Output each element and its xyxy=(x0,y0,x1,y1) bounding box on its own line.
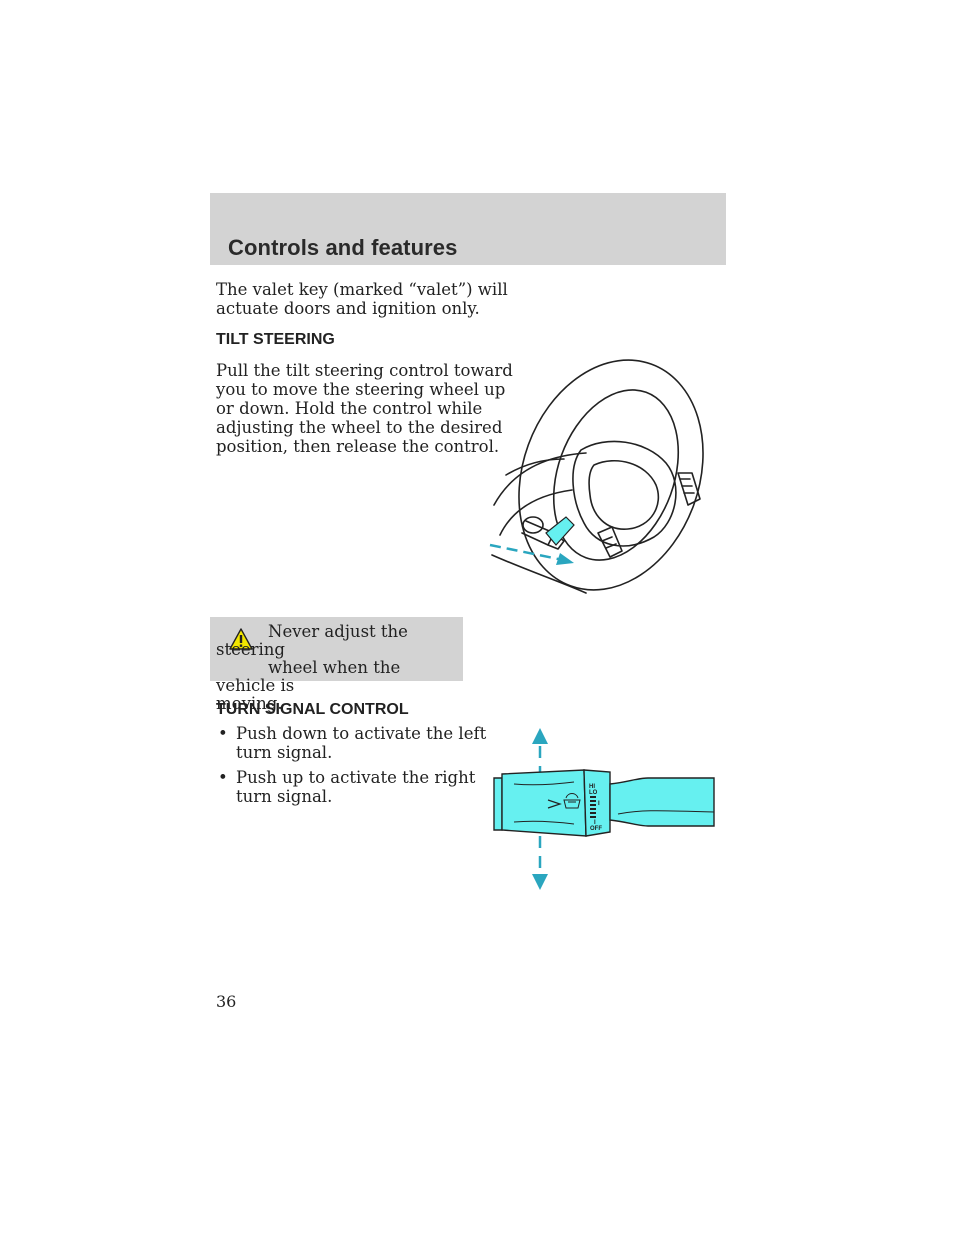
bullet-glyph: • xyxy=(218,724,228,743)
tilt-line-5: position, then release the control. xyxy=(216,437,500,456)
bullet-push-up-line-2: turn signal. xyxy=(236,787,333,806)
intro-line-2: actuate doors and ignition only. xyxy=(216,299,480,318)
warning-line-2: wheel when the vehicle is xyxy=(216,658,401,695)
warning-triangle-icon xyxy=(229,628,253,650)
section-title: Controls and features xyxy=(228,235,458,260)
tilt-line-3: or down. Hold the control while xyxy=(216,399,483,418)
stalk-label-i: I xyxy=(598,801,600,807)
bullet-push-down-line-2: turn signal. xyxy=(236,743,333,762)
turn-signal-stalk-illustration: HI LO I I OFF xyxy=(493,728,715,890)
bullet-glyph: • xyxy=(218,768,228,787)
tilt-steering-heading: TILT STEERING xyxy=(216,331,335,348)
tilt-line-1: Pull the tilt steering control toward xyxy=(216,361,513,380)
bullet-push-up-line-1: Push up to activate the right xyxy=(236,768,476,787)
stalk-label-i-lower: I xyxy=(594,820,596,826)
page-number: 36 xyxy=(216,992,237,1011)
bullet-push-down-line-1: Push down to activate the left xyxy=(236,724,487,743)
stalk-label-lo: LO xyxy=(589,790,598,796)
steering-wheel-illustration xyxy=(489,359,704,594)
intro-line-1: The valet key (marked “valet”) will xyxy=(216,280,508,299)
stalk-label-hi: HI xyxy=(589,784,595,790)
stalk-label-off: OFF xyxy=(590,826,602,832)
section-header: Controls and features xyxy=(210,193,726,265)
tilt-line-4: adjusting the wheel to the desired xyxy=(216,418,503,437)
warning-box: Never adjust the steering wheel when the… xyxy=(210,617,463,713)
turn-signal-heading: TURN SIGNAL CONTROL xyxy=(216,701,409,718)
warning-line-3: moving. xyxy=(216,694,283,713)
tilt-line-2: you to move the steering wheel up xyxy=(216,380,506,399)
warning-line-1: Never adjust the steering xyxy=(216,622,408,659)
